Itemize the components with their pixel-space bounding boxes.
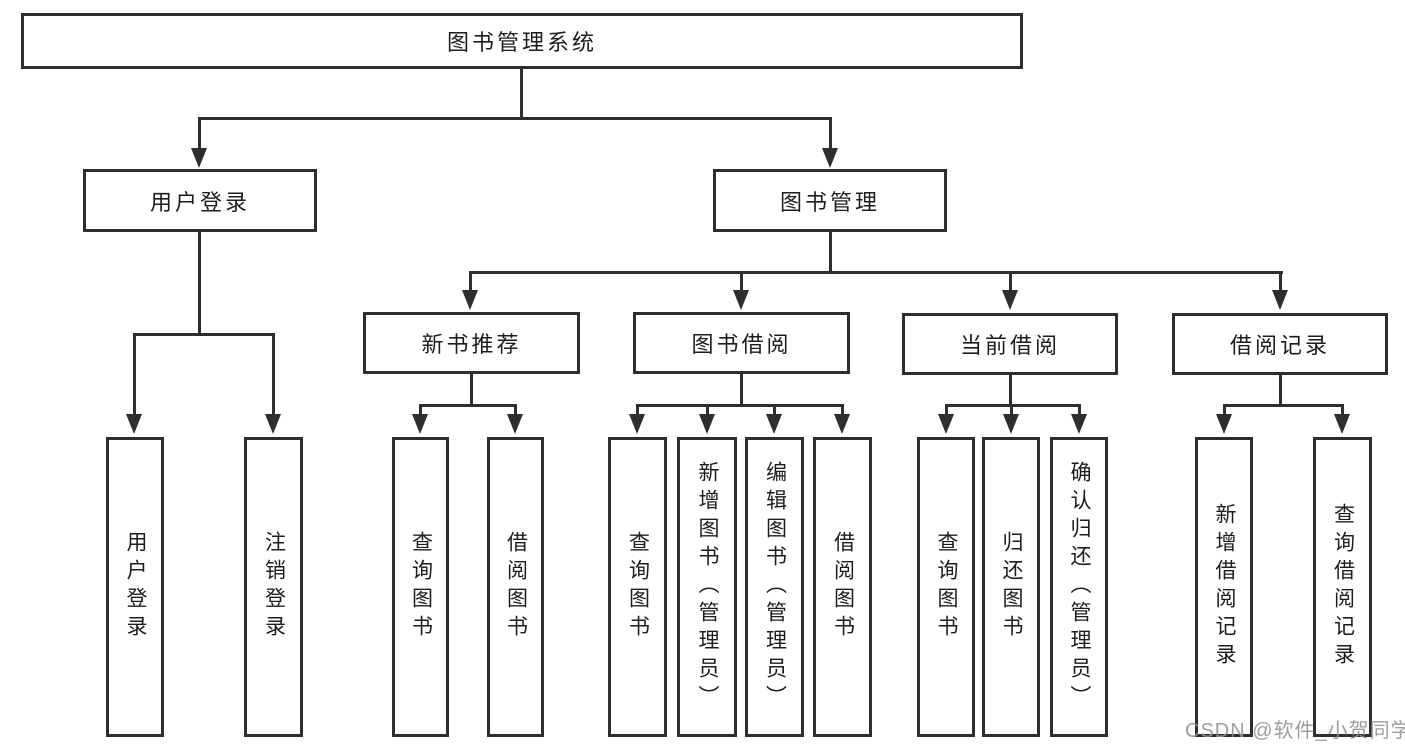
leaf-borrow-books: 借阅图书 bbox=[487, 437, 544, 737]
arrow-down-icon bbox=[629, 414, 645, 434]
connector-line bbox=[1341, 405, 1344, 416]
leaf-user-login: 用户登录 bbox=[106, 437, 164, 737]
arrow-down-icon bbox=[1334, 414, 1350, 434]
arrow-down-icon bbox=[126, 414, 142, 434]
arrow-down-icon bbox=[265, 414, 281, 434]
connector-line bbox=[419, 404, 517, 407]
connector-line bbox=[469, 271, 1283, 274]
connector-line bbox=[469, 272, 472, 292]
arrow-down-icon bbox=[834, 414, 850, 434]
connector-line bbox=[829, 232, 832, 273]
connector-line bbox=[636, 404, 844, 407]
leaf-return-books: 归还图书 bbox=[982, 437, 1040, 737]
leaf-add-borrow-record: 新增借阅记录 bbox=[1195, 437, 1253, 737]
arrow-down-icon bbox=[1216, 414, 1232, 434]
connector-line bbox=[841, 405, 844, 416]
arrow-down-icon bbox=[1002, 290, 1018, 310]
node-root: 图书管理系统 bbox=[21, 13, 1023, 69]
node-book-management: 图书管理 bbox=[713, 169, 947, 232]
connector-line bbox=[1009, 375, 1012, 405]
connector-line bbox=[945, 405, 948, 416]
connector-line bbox=[198, 232, 201, 335]
connector-line bbox=[1279, 272, 1282, 292]
arrow-down-icon bbox=[766, 414, 782, 434]
connector-line bbox=[419, 405, 422, 416]
leaf-edit-books-admin: 编辑图书（管理员） bbox=[745, 437, 804, 737]
node-user-login: 用户登录 bbox=[83, 169, 317, 232]
node-book-borrow: 图书借阅 bbox=[633, 312, 850, 374]
connector-line bbox=[1010, 405, 1013, 416]
connector-line bbox=[133, 334, 136, 416]
connector-line bbox=[740, 272, 743, 292]
node-new-book-recommend: 新书推荐 bbox=[363, 312, 580, 374]
arrow-down-icon bbox=[1272, 290, 1288, 310]
connector-line bbox=[470, 374, 473, 405]
arrow-down-icon bbox=[462, 290, 478, 310]
arrow-down-icon bbox=[699, 414, 715, 434]
connector-line bbox=[133, 333, 275, 336]
arrow-down-icon bbox=[1071, 414, 1087, 434]
connector-line bbox=[829, 118, 832, 151]
connector-line bbox=[272, 334, 275, 416]
node-current-borrow: 当前借阅 bbox=[902, 313, 1118, 375]
leaf-query-books: 查询图书 bbox=[917, 437, 975, 737]
connector-line bbox=[198, 118, 201, 151]
arrow-down-icon bbox=[733, 290, 749, 310]
connector-line bbox=[740, 374, 743, 405]
connector-line bbox=[1223, 404, 1344, 407]
arrow-down-icon bbox=[822, 148, 838, 168]
connector-line bbox=[198, 117, 832, 120]
connector-line bbox=[773, 405, 776, 416]
leaf-query-books: 查询图书 bbox=[608, 437, 667, 737]
leaf-query-books: 查询图书 bbox=[392, 437, 449, 737]
arrow-down-icon bbox=[507, 414, 523, 434]
connector-line bbox=[636, 405, 639, 416]
connector-line bbox=[514, 405, 517, 416]
leaf-borrow-books: 借阅图书 bbox=[813, 437, 872, 737]
node-borrow-records: 借阅记录 bbox=[1172, 313, 1388, 375]
arrow-down-icon bbox=[191, 148, 207, 168]
connector-line bbox=[520, 68, 523, 119]
csdn-watermark: CSDN @软件_小贺同学 bbox=[1185, 720, 1405, 742]
connector-line bbox=[945, 404, 1081, 407]
arrow-down-icon bbox=[1003, 414, 1019, 434]
connector-line bbox=[706, 405, 709, 416]
arrow-down-icon bbox=[412, 414, 428, 434]
leaf-add-books-admin: 新增图书（管理员） bbox=[677, 437, 737, 737]
arrow-down-icon bbox=[938, 414, 954, 434]
connector-line bbox=[1009, 272, 1012, 292]
connector-line bbox=[1279, 375, 1282, 406]
leaf-query-borrow-record: 查询借阅记录 bbox=[1313, 437, 1372, 737]
connector-line bbox=[1223, 405, 1226, 416]
connector-line bbox=[1078, 405, 1081, 416]
leaf-logout: 注销登录 bbox=[244, 437, 303, 737]
leaf-confirm-return-admin: 确认归还（管理员） bbox=[1050, 437, 1108, 737]
